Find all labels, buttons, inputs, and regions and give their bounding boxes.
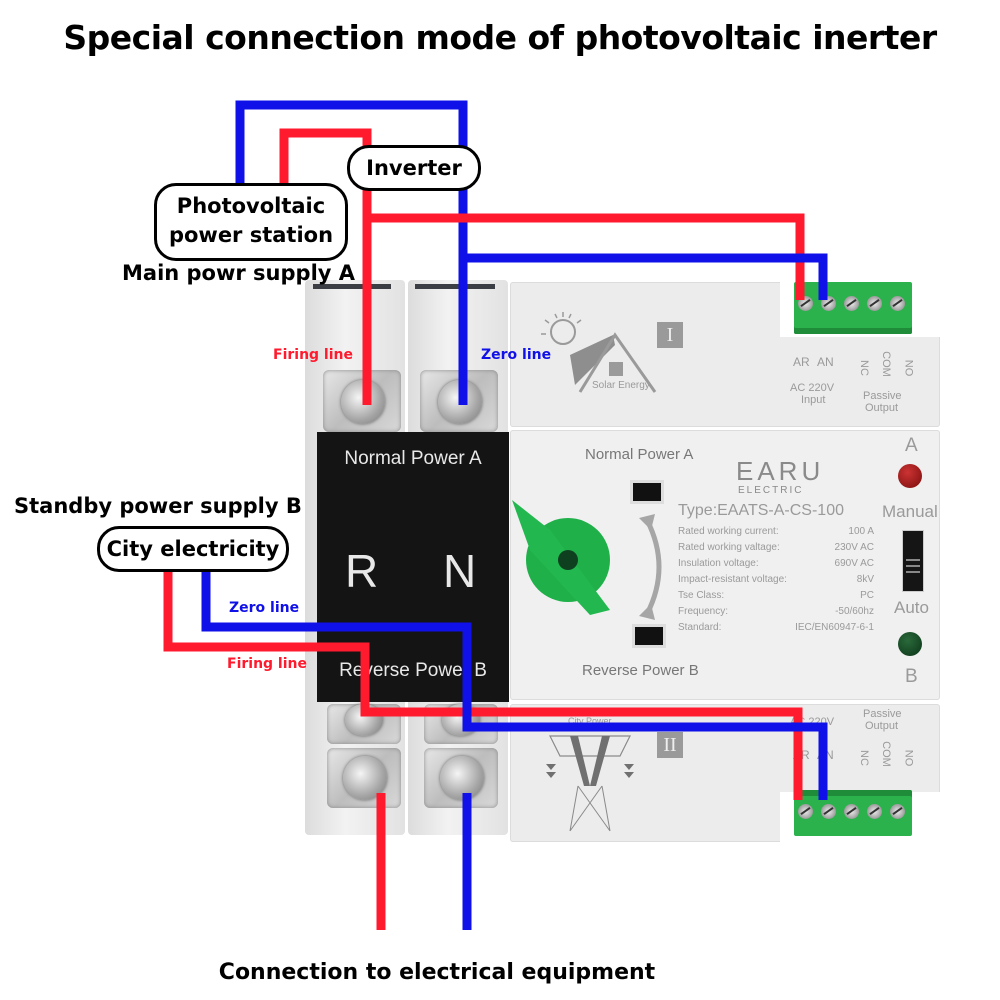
- screw-icon: [341, 380, 385, 424]
- main-face-panel: Normal Power A Reverse Power B EARU ELEC…: [510, 430, 940, 700]
- photovoltaic-station-box: Photovoltaic power station: [154, 183, 348, 261]
- solar-energy-text: Solar Energy: [592, 380, 650, 391]
- top-control-module: Solar Energy I AR AN AC 220V Input NC CO…: [510, 282, 940, 427]
- brand-logo: EARU: [736, 456, 825, 486]
- screw-icon: [440, 756, 484, 800]
- bottom-control-module: City Power II AC 220V AR AN Passive Outp…: [510, 704, 940, 842]
- bottom-terminal-block[interactable]: [794, 790, 912, 836]
- terminal-bottom-upper-n[interactable]: [424, 704, 498, 744]
- terminal-screw-com[interactable]: [867, 804, 882, 819]
- terminal-screw-no[interactable]: [890, 804, 905, 819]
- spec-row: Insulation voltage:690V AC: [678, 558, 874, 569]
- spec-row: Frequency:-50/60hz: [678, 606, 874, 617]
- firing-line-label-a: Firing line: [273, 347, 353, 363]
- terminal-bottom-upper-r[interactable]: [327, 704, 401, 744]
- knob-bottom-label: Reverse Power B: [582, 662, 699, 679]
- output-label-1: Passive: [863, 390, 902, 402]
- output-label-2: Output: [865, 720, 899, 732]
- output-caption: Connection to electrical equipment: [218, 960, 656, 985]
- an-label: AN: [817, 748, 834, 762]
- terminal-bottom-n[interactable]: [424, 748, 498, 808]
- panel-bottom-label: Reverse Power B: [339, 660, 487, 681]
- zero-line-label-b: Zero line: [229, 600, 300, 616]
- input-label-1: AC 220V: [790, 382, 835, 394]
- window-a: [630, 480, 664, 504]
- terminal-top-r[interactable]: [323, 370, 401, 432]
- pv-box-line1: Photovoltaic: [176, 194, 326, 218]
- breaker-top-bar: [415, 284, 495, 289]
- transfer-switch-device: Normal Power A R N Reverse Power B: [305, 280, 945, 842]
- led-a-icon: [898, 464, 922, 488]
- com-label: COM: [879, 351, 892, 377]
- output-label-1: Passive: [863, 708, 902, 720]
- spec-row: Tse Class:PC: [678, 590, 874, 601]
- city-electricity-box: City electricity: [97, 526, 289, 572]
- rotate-arrow-icon: [639, 514, 662, 620]
- spec-list: Rated working current:100 A Rated workin…: [678, 526, 874, 638]
- power-tower-icon: [546, 735, 634, 832]
- mode-switch[interactable]: [902, 530, 924, 592]
- com-label: COM: [879, 741, 892, 767]
- module-number-badge: II: [657, 732, 683, 758]
- pole-label-panel: Normal Power A R N Reverse Power B: [317, 432, 509, 702]
- knob-top-label: Normal Power A: [585, 446, 694, 463]
- mode-auto-label: Auto: [894, 598, 929, 617]
- no-label: NO: [902, 749, 915, 767]
- terminal-screw-no[interactable]: [890, 296, 905, 311]
- no-label: NO: [902, 359, 915, 377]
- an-label: AN: [817, 355, 834, 369]
- ar-label: AR: [793, 355, 810, 369]
- indicator-a-label: A: [905, 435, 918, 456]
- zero-line-label-a: Zero line: [481, 347, 552, 363]
- firing-line-label-b: Firing line: [227, 656, 307, 672]
- inverter-box: Inverter: [347, 145, 481, 191]
- spec-row: Rated working current:100 A: [678, 526, 874, 537]
- terminal-screw-an[interactable]: [821, 804, 836, 819]
- rotary-knob[interactable]: [510, 490, 630, 630]
- pole-r-label: R: [345, 545, 379, 597]
- module-number-badge: I: [657, 322, 683, 348]
- mode-manual-label: Manual: [882, 502, 938, 521]
- main-supply-a-label: Main powr supply A: [122, 261, 356, 285]
- terminal-screw-ar[interactable]: [798, 804, 813, 819]
- window-b: [632, 624, 666, 648]
- terminal-screw-an[interactable]: [821, 296, 836, 311]
- input-label-1: AC 220V: [790, 716, 835, 728]
- screw-icon: [343, 756, 387, 800]
- pole-n-label: N: [443, 545, 477, 597]
- indicator-b-label: B: [905, 666, 918, 687]
- pv-box-line2: power station: [168, 223, 334, 247]
- terminal-screw-nc[interactable]: [844, 296, 859, 311]
- solar-energy-icon: [541, 312, 657, 393]
- terminal-screw-ar[interactable]: [798, 296, 813, 311]
- led-b-icon: [898, 632, 922, 656]
- nc-label: NC: [857, 750, 870, 766]
- terminal-bottom-r[interactable]: [327, 748, 401, 808]
- screw-icon: [438, 380, 482, 424]
- top-terminal-block[interactable]: [794, 282, 912, 334]
- spec-row: Standard:IEC/EN60947-6-1: [678, 622, 874, 633]
- ar-label: AR: [793, 748, 810, 762]
- screw-icon: [442, 704, 480, 736]
- input-label-2: Input: [801, 394, 826, 406]
- spec-row: Rated working valtage:230V AC: [678, 542, 874, 553]
- brand-sub: ELECTRIC: [738, 485, 804, 496]
- spec-row: Impact-resistant voltage:8kV: [678, 574, 874, 585]
- terminal-screw-nc[interactable]: [844, 804, 859, 819]
- standby-supply-b-label: Standby power supply B: [14, 494, 302, 518]
- screw-icon: [345, 704, 383, 736]
- city-power-text: City Power: [568, 716, 612, 726]
- type-label: Type:EAATS-A-CS-100: [678, 502, 844, 519]
- terminal-top-n[interactable]: [420, 370, 498, 432]
- nc-label: NC: [857, 360, 870, 376]
- diagram-title: Special connection mode of photovoltaic …: [63, 18, 937, 57]
- panel-top-label: Normal Power A: [344, 448, 482, 469]
- terminal-screw-com[interactable]: [867, 296, 882, 311]
- output-label-2: Output: [865, 402, 899, 414]
